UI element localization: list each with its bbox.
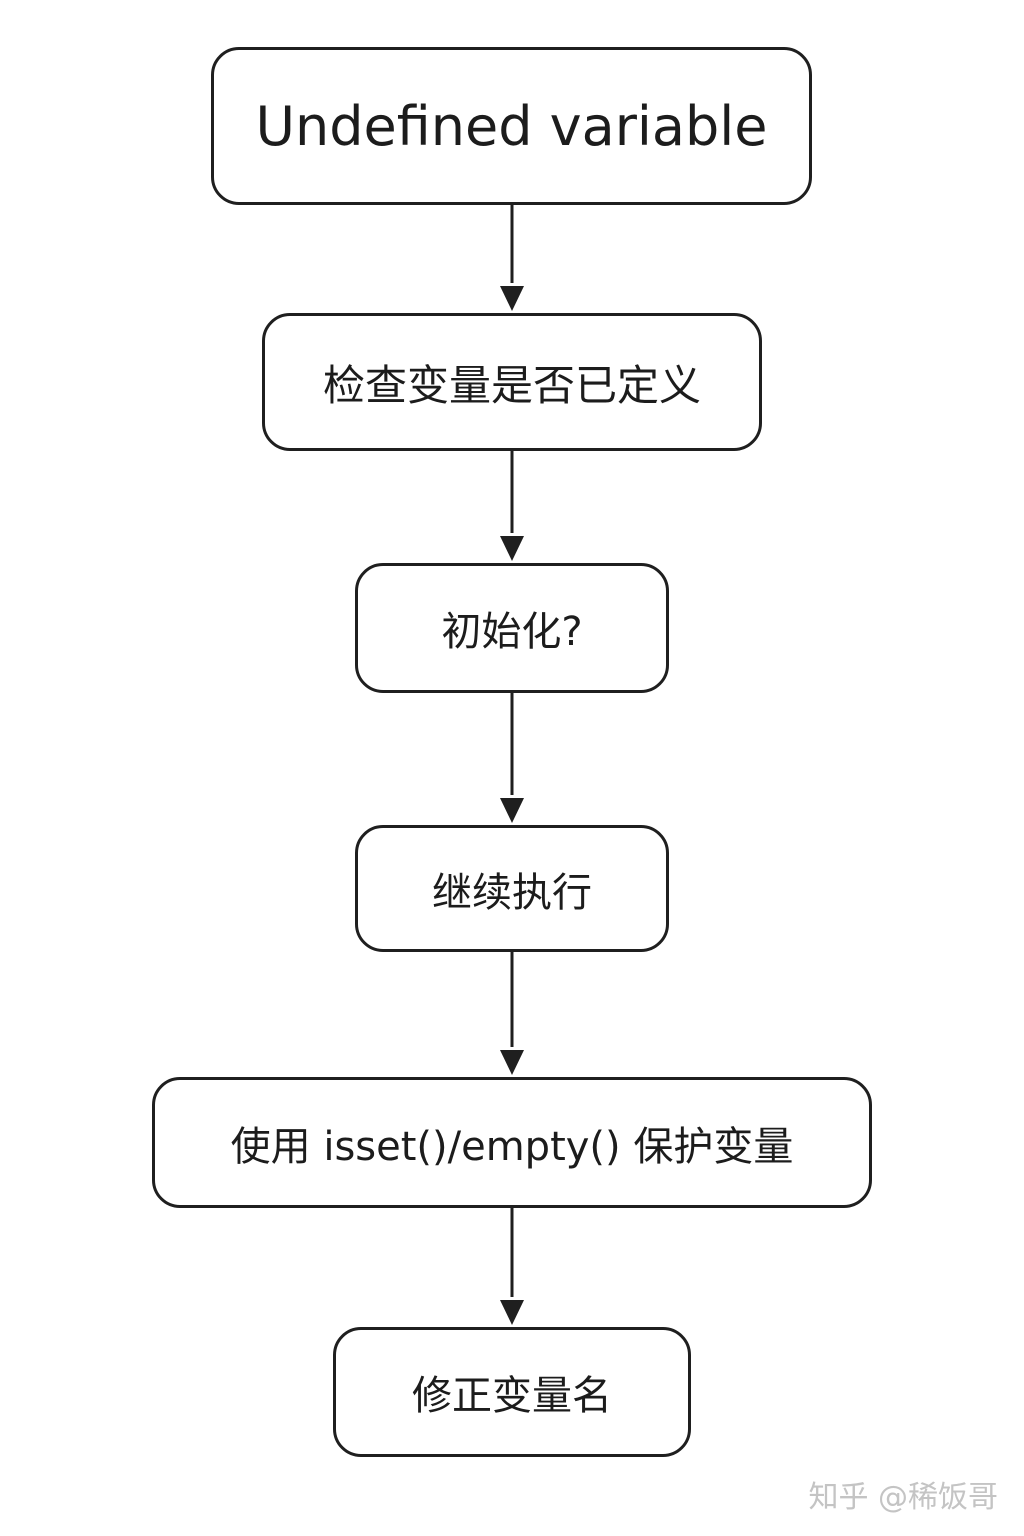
arrow-2-to-3 xyxy=(500,451,524,561)
node-label: 检查变量是否已定义 xyxy=(322,360,701,410)
watermark: 知乎 @稀饭哥 xyxy=(808,1480,998,1515)
node-initialize-question: 初始化? xyxy=(355,563,669,693)
node-use-isset-empty: 使用 isset()/empty() 保护变量 xyxy=(152,1077,872,1208)
arrow-3-to-4 xyxy=(500,693,524,823)
arrow-5-to-6 xyxy=(500,1208,524,1325)
node-fix-variable-name: 修正变量名 xyxy=(333,1327,691,1457)
node-label: Undefined variable xyxy=(255,94,768,158)
arrow-4-to-5 xyxy=(500,952,524,1075)
node-undefined-variable: Undefined variable xyxy=(211,47,812,205)
node-label: 继续执行 xyxy=(432,869,592,916)
node-label: 初始化? xyxy=(441,609,583,655)
node-label: 修正变量名 xyxy=(412,1373,612,1419)
node-continue-execution: 继续执行 xyxy=(355,825,669,952)
node-check-variable-defined: 检查变量是否已定义 xyxy=(262,313,762,451)
arrow-1-to-2 xyxy=(500,205,524,311)
node-label: 使用 isset()/empty() 保护变量 xyxy=(230,1123,794,1170)
